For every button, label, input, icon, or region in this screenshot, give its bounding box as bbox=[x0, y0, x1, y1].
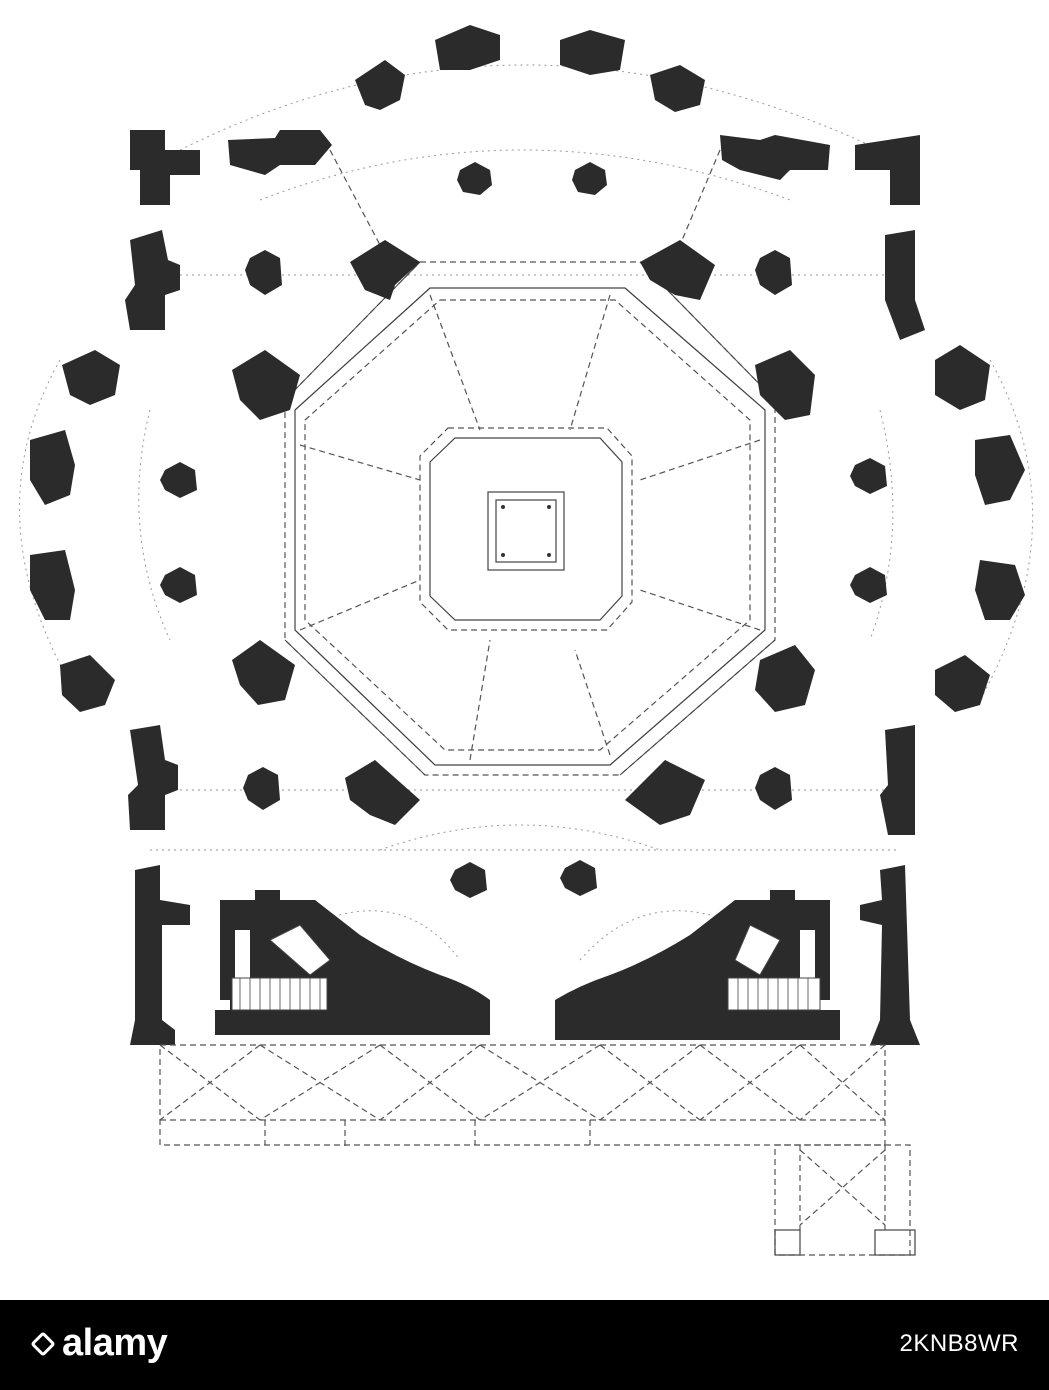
brand-logo: alamy bbox=[30, 1322, 168, 1365]
octagon-corner-piers bbox=[232, 240, 815, 825]
watermark-bar: alamy 2KNB8WR bbox=[0, 1300, 1049, 1390]
ambulatory-guide-lines bbox=[19, 64, 1034, 961]
brand-mark-icon bbox=[30, 1331, 56, 1357]
vault-rib-lines bbox=[299, 149, 761, 761]
central-octagon bbox=[284, 261, 776, 776]
outer-ring-piers bbox=[30, 25, 1025, 835]
portico-outline bbox=[159, 1044, 916, 1256]
brand-name: alamy bbox=[62, 1322, 168, 1364]
front-facade bbox=[130, 865, 920, 1045]
floor-plan-drawing bbox=[19, 25, 1034, 1256]
inner-ring-piers bbox=[160, 162, 887, 898]
image-id: 2KNB8WR bbox=[899, 1330, 1019, 1357]
inner-octagon bbox=[419, 427, 633, 631]
